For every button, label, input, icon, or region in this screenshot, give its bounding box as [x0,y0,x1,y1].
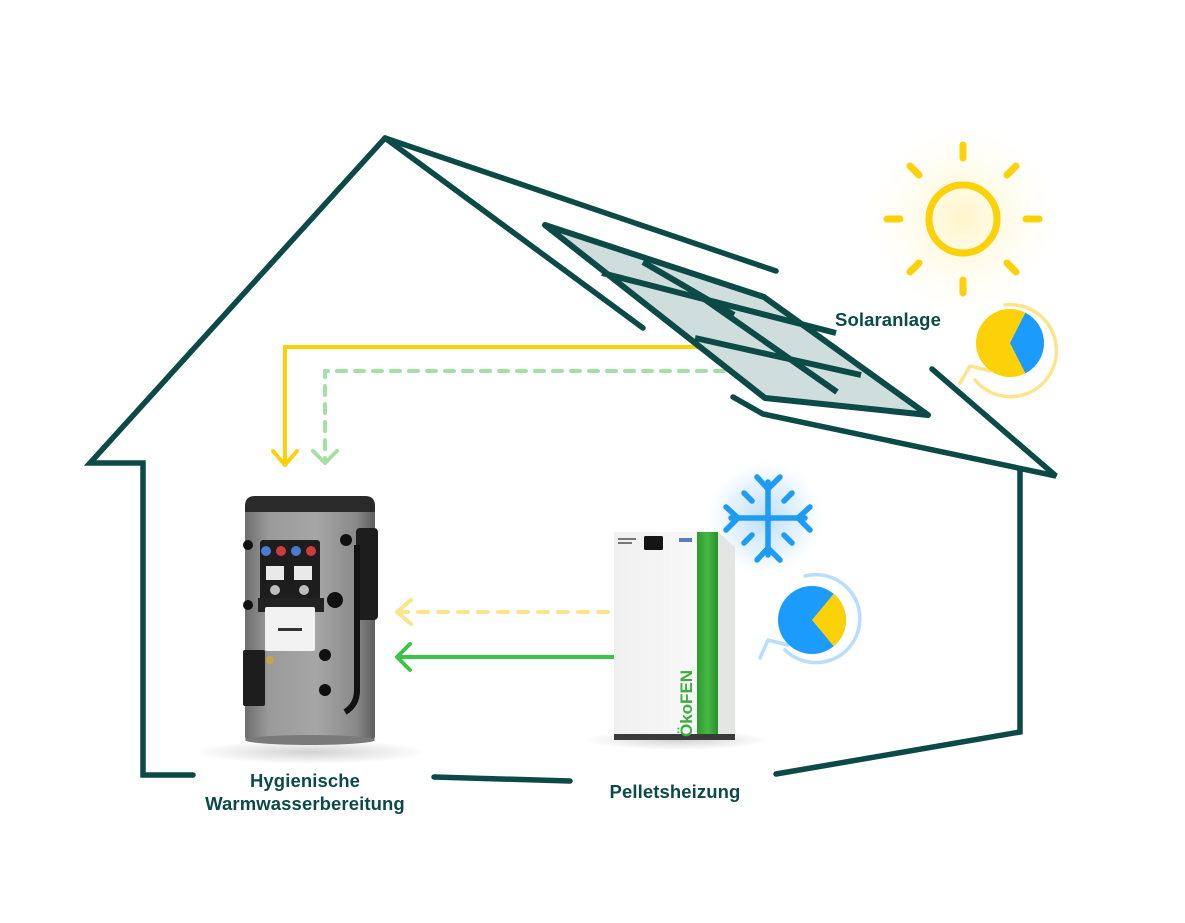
label-hygienische-warmwasserbereitung: Hygienische Warmwasserbereitung [180,769,430,815]
house-left-wall [83,135,388,778]
component-label-line-2: Warmwasserbereitung [205,793,405,814]
hot-water-tank[interactable] [192,496,428,764]
label-solaranlage: Solaranlage [828,308,948,331]
house-right-wall [773,467,1023,777]
roof-right-eave [730,366,1058,479]
component-label-line-1: Hygienische [249,770,361,791]
pie-chart-solar-icon [958,302,1059,399]
house-bottom-middle [431,774,573,784]
component-label: Solaranlage [835,309,941,330]
sun-icon [868,124,1058,314]
house-outline [83,135,1058,784]
pie-chart-pellet-icon [758,572,862,665]
label-pelletsheizung: Pelletsheizung [590,780,760,803]
solar-flow-solid [271,345,707,467]
heating-flow-solid [395,642,616,672]
pellet-boiler[interactable]: ÖkoFEN [586,532,770,750]
pie-slice-solar [812,593,847,647]
heating-flow-dashed [395,598,610,626]
cycle-arrow-icon [758,638,790,660]
roof-ridge-right [382,135,779,274]
component-label: Pelletsheizung [609,781,741,802]
solar-flow-dashed [311,369,762,465]
pie-slice-other [1010,312,1044,374]
solar-panel[interactable] [542,222,931,418]
boiler-brand-logo: ÖkoFEN [677,670,696,737]
roof-inner-left [382,135,646,331]
